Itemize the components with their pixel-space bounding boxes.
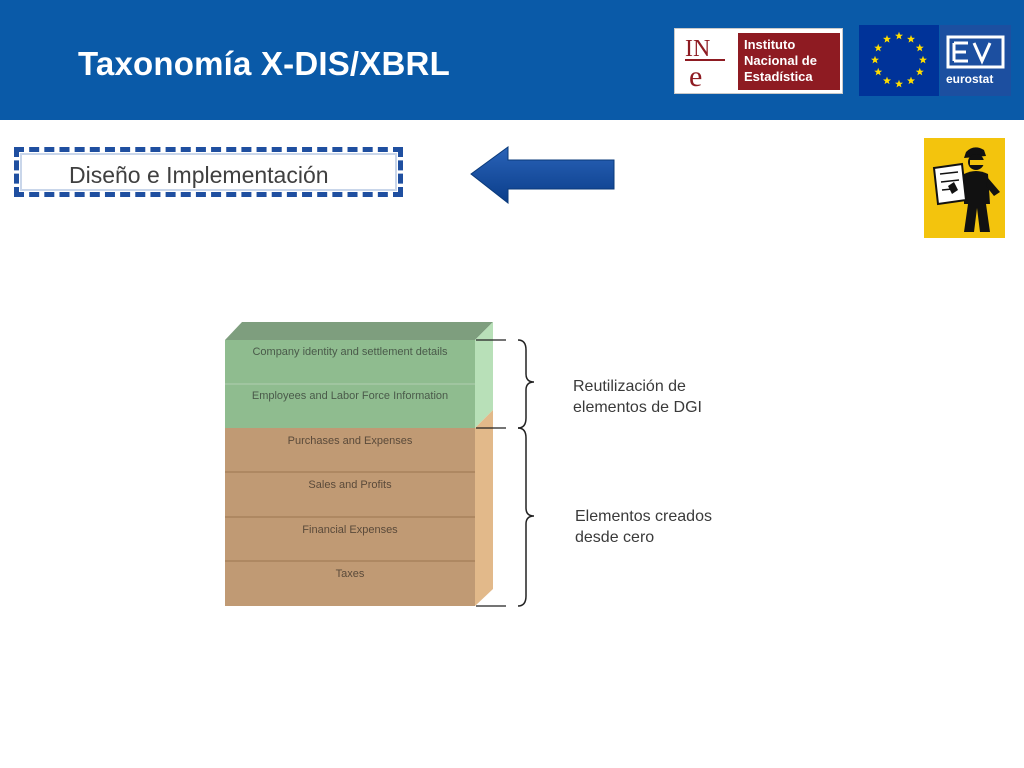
stack-side-reused — [475, 322, 493, 428]
eu-star-icon — [915, 43, 924, 52]
annotation-reused-line-2: elementos de DGI — [573, 399, 702, 416]
eurostat-mark-icon — [946, 35, 1005, 69]
brace-new — [517, 427, 535, 607]
eu-star-icon — [907, 76, 915, 85]
page-title: Taxonomía X-DIS/XBRL — [78, 45, 450, 82]
layer-label-taxes: Taxes — [335, 568, 365, 580]
eu-star-icon — [871, 55, 879, 64]
annotation-new: Elementos creados desde cero — [575, 506, 712, 548]
eu-star-icon — [883, 35, 891, 43]
annotation-reused: Reutilización de elementos de DGI — [573, 376, 702, 418]
layer-label-purchases: Purchases and Expenses — [287, 435, 413, 447]
eu-star-icon — [907, 35, 915, 43]
ine-name-line-2: Nacional de — [744, 53, 817, 68]
ine-name-line-1: Instituto — [744, 37, 796, 52]
section-title-box: Diseño e Implementación — [14, 147, 403, 197]
section-title: Diseño e Implementación — [69, 162, 329, 188]
layer-label-company-identity: Company identity and settlement details — [252, 346, 448, 358]
ine-mark-bottom: e — [689, 60, 702, 90]
eu-star-icon — [919, 55, 927, 64]
ine-mark-icon: IN e — [685, 36, 725, 90]
eu-star-icon — [895, 79, 903, 88]
eu-star-icon — [895, 31, 903, 40]
eu-star-icon — [874, 43, 883, 52]
stack-top-face — [225, 322, 493, 340]
eu-star-icon — [874, 67, 883, 76]
brace-reused — [517, 339, 535, 429]
ine-name-line-3: Estadística — [744, 69, 813, 84]
annotation-reused-line-1: Reutilización de — [573, 378, 686, 395]
left-arrow-icon — [470, 146, 615, 204]
layer-label-financial: Financial Expenses — [302, 524, 398, 536]
eu-flag-logo — [859, 25, 939, 96]
eu-star-icon — [915, 67, 924, 76]
ine-logo: IN e Instituto Nacional de Estadística — [674, 28, 843, 94]
ine-name-block: Instituto Nacional de Estadística — [738, 33, 840, 90]
eurostat-label: eurostat — [946, 72, 994, 86]
taxonomy-stack-diagram — [225, 322, 493, 606]
annotation-new-line-1: Elementos creados — [575, 508, 712, 525]
eu-star-icon — [883, 76, 891, 85]
worker-with-blueprint-icon — [924, 138, 1005, 238]
header-band: Taxonomía X-DIS/XBRL IN e Instituto Naci… — [0, 0, 1024, 120]
annotation-new-line-2: desde cero — [575, 529, 655, 546]
ine-mark-top: IN — [685, 36, 710, 62]
layer-label-sales: Sales and Profits — [308, 479, 392, 491]
grouping-braces — [476, 339, 535, 607]
stack-side-new — [475, 410, 493, 606]
layer-label-employees: Employees and Labor Force Information — [251, 390, 449, 402]
eu-stars-icon — [871, 31, 927, 88]
eurostat-logo: eurostat — [940, 25, 1011, 96]
